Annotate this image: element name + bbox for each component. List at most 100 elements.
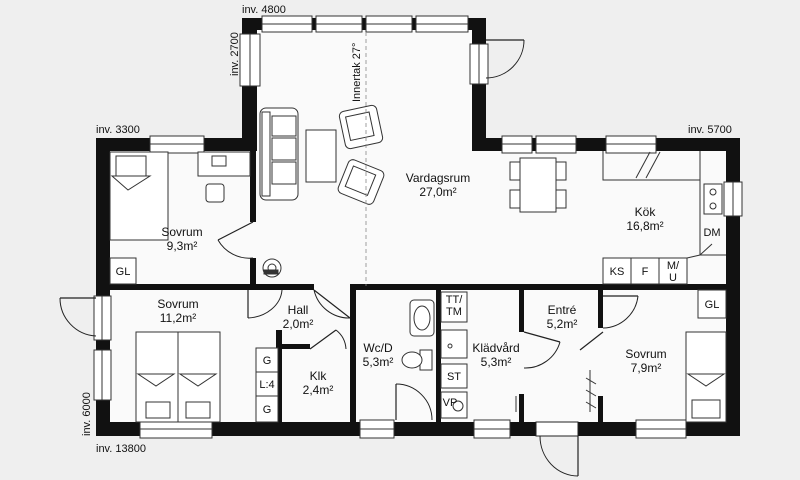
label-st: ST — [447, 371, 461, 383]
cabinet — [440, 329, 468, 359]
window-left-upper — [239, 33, 261, 87]
washbasin — [409, 299, 435, 337]
fixture-labels: GL GL DM KS F M/ U TT/ TM ST VP G L:4 G — [116, 227, 721, 416]
door-terrace — [485, 39, 525, 79]
window-sovrum3-bottom — [635, 419, 687, 439]
window-sovrum2-left-lower — [93, 349, 112, 401]
window-sovrum1 — [149, 135, 205, 154]
door-sovrum1 — [217, 221, 254, 259]
window-kladvard-bottom — [473, 419, 511, 439]
room-area-sovrum3: 7,9m² — [631, 361, 662, 375]
label-gl-sovrum1: GL — [116, 266, 131, 278]
lamp — [211, 155, 227, 167]
tt-tm-unit — [440, 291, 468, 323]
mu-unit — [658, 257, 688, 285]
entre-furniture — [515, 289, 727, 423]
window-kitchen-1 — [501, 135, 533, 154]
window-top-1 — [261, 15, 313, 33]
room-area-kok: 16,8m² — [626, 219, 663, 233]
gl-closet-sovrum1 — [109, 257, 137, 285]
door-sovrum2-exterior — [59, 297, 97, 337]
label-gl-sovrum3: GL — [705, 299, 720, 311]
dining-chair-3 — [555, 161, 567, 181]
window-top-3 — [365, 15, 413, 33]
sovrum1-furniture — [109, 151, 251, 241]
bed-sovrum1 — [109, 151, 169, 241]
interior-walls — [96, 151, 726, 422]
ceiling-label: Innertak 27° — [351, 43, 363, 102]
room-name-kok: Kök — [635, 205, 657, 219]
window-wcd-bottom — [359, 419, 395, 439]
room-name-vardagsrum: Vardagsrum — [406, 171, 470, 185]
room-name-hall: Hall — [288, 303, 309, 317]
label-g-upper: G — [263, 355, 272, 367]
gl-closet-sovrum3 — [697, 289, 727, 319]
coffee-table — [305, 129, 337, 183]
bed-sovrum3 — [685, 331, 727, 423]
ks-unit — [602, 257, 632, 285]
window-kitchen-right — [723, 181, 743, 217]
g-closet-lower — [255, 395, 279, 423]
room-area-wcd: 5,3m² — [363, 355, 394, 369]
label-ks: KS — [610, 266, 625, 278]
sovrum2-furniture — [109, 257, 279, 423]
dim-left: inv. 3300 — [96, 124, 140, 136]
room-area-hall: 2,0m² — [283, 317, 314, 331]
label-vp: VP — [443, 397, 458, 409]
sofa — [259, 107, 299, 201]
room-name-kladvard: Klädvård — [472, 341, 519, 355]
armchair-upper — [338, 104, 384, 150]
label-tt: TT/ — [446, 294, 463, 306]
dining-chair-4 — [555, 189, 567, 209]
window-top-4 — [415, 15, 469, 33]
room-name-wcd: Wc/D — [363, 341, 393, 355]
room-name-entre: Entré — [548, 303, 577, 317]
double-bed — [135, 331, 221, 423]
chair — [205, 183, 225, 203]
label-mu-bottom: U — [669, 272, 677, 284]
door-sovrum3 — [579, 331, 604, 351]
door-klk — [309, 329, 347, 350]
living-room-furniture — [259, 32, 385, 286]
room-area-entre: 5,2m² — [547, 317, 578, 331]
window-top-2 — [315, 15, 363, 33]
room-area-kladvard: 5,3m² — [481, 355, 512, 369]
dim-right: inv. 5700 — [688, 124, 732, 136]
label-dm: DM — [703, 227, 720, 239]
room-name-sovrum3: Sovrum — [625, 347, 666, 361]
dimension-labels: inv. 4800 inv. 2700 inv. 3300 inv. 5700 … — [81, 4, 732, 455]
st-unit — [440, 363, 468, 389]
dim-left-lower: inv. 6000 — [81, 392, 93, 436]
wcd-fixtures — [401, 291, 468, 419]
room-name-sovrum1: Sovrum — [161, 225, 202, 239]
dining-chair-1 — [509, 161, 521, 181]
dim-top: inv. 4800 — [242, 4, 286, 16]
window-sovrum2-left — [93, 295, 112, 341]
window-kitchen-3 — [605, 135, 657, 154]
sink — [703, 183, 723, 215]
room-labels: Vardagsrum 27,0m² Kök 16,8m² Sovrum 9,3m… — [157, 171, 666, 397]
door-kladvard — [523, 331, 561, 369]
label-f: F — [642, 266, 649, 278]
kitchen-furniture — [509, 151, 726, 285]
door-wcd — [313, 289, 351, 319]
room-area-sovrum1: 9,3m² — [167, 239, 198, 253]
door-entre — [602, 295, 639, 329]
armchair-lower — [337, 159, 385, 205]
dim-left-upper: inv. 2700 — [229, 32, 241, 76]
room-area-vardagsrum: 27,0m² — [419, 185, 456, 199]
room-name-klk: Klk — [310, 369, 328, 383]
stove — [262, 258, 282, 278]
label-tm: TM — [446, 306, 462, 318]
dim-bottom: inv. 13800 — [96, 443, 146, 455]
doors — [59, 39, 639, 477]
coat-rack — [585, 370, 597, 412]
room-area-sovrum2: 11,2m² — [160, 311, 196, 325]
windows — [93, 15, 743, 439]
kitchen-counter-top — [602, 151, 701, 181]
door-front — [535, 421, 579, 477]
dining-chair-2 — [509, 189, 521, 209]
door-hall — [247, 289, 283, 319]
window-right-upper — [469, 43, 489, 85]
